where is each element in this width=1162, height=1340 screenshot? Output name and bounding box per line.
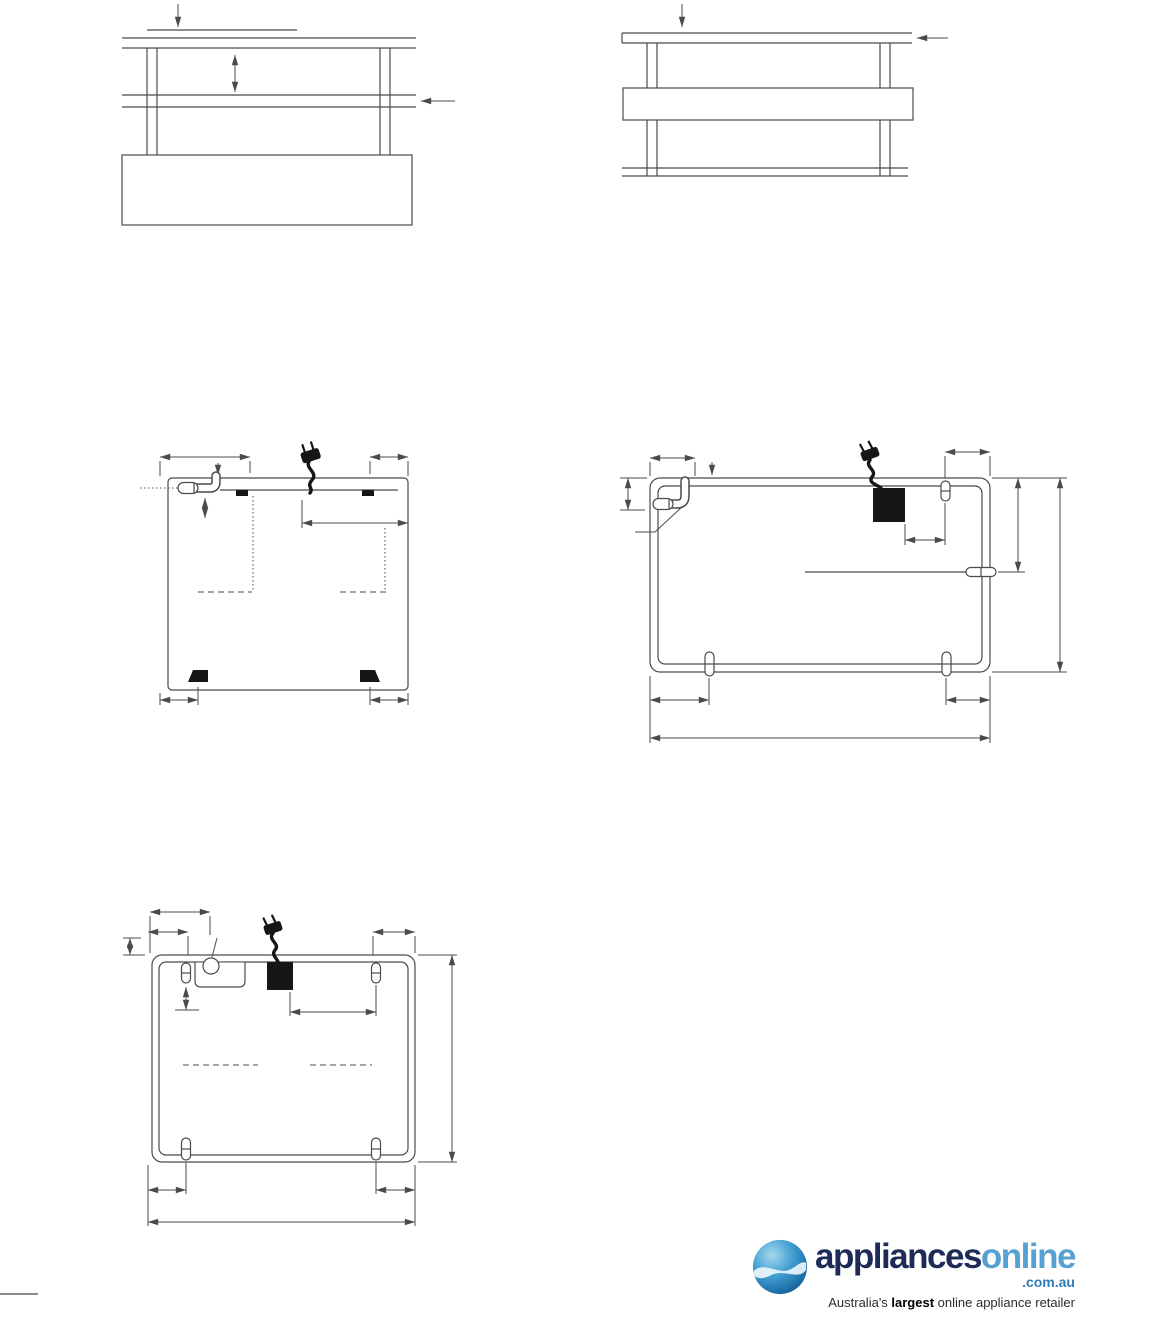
appliance-plan-view-b (620, 440, 1067, 743)
junction-box (267, 962, 293, 990)
cabinet-side-panels (146, 48, 391, 155)
appliance-outline (649, 477, 991, 673)
logo-tagline: Australia's largest online appliance ret… (828, 1295, 1075, 1310)
mounting-bracket (362, 490, 374, 496)
power-plug-icon (262, 914, 283, 935)
logo-brand-primary: appliances (815, 1237, 982, 1276)
dimension-arrows-middle (201, 497, 409, 528)
power-cord-icon (866, 458, 883, 490)
dimension-arrows-right (418, 954, 457, 1163)
dimension-arrows-bottom (649, 676, 991, 743)
dimension-arrows-middle (175, 985, 377, 1066)
dimension-arrows-top (159, 453, 409, 476)
page-corner-mark (0, 1293, 38, 1295)
dimension-arrows-bottom (159, 687, 409, 705)
cross-rail-box (622, 87, 914, 121)
tagline-suffix: online appliance retailer (934, 1294, 1075, 1310)
logo-domain: .com.au (1022, 1273, 1075, 1290)
tagline-bold: largest (891, 1294, 935, 1310)
dimension-arrows-top (123, 908, 416, 960)
junction-box (873, 488, 905, 522)
leveling-foot-icon (704, 480, 997, 677)
dimension-arrows-top (649, 448, 991, 478)
tagline-prefix: Australia's (828, 1294, 892, 1310)
dimension-arrows-bottom (147, 1162, 416, 1226)
appliance-outline (151, 954, 416, 1163)
power-plug-icon (300, 441, 321, 464)
appliances-online-logo: appliancesonline .com.au Australia's lar… (752, 1237, 1077, 1310)
appliance-plan-view-c (123, 908, 457, 1226)
hose-grommet-icon (194, 937, 246, 988)
logo-brand-secondary: online (980, 1237, 1077, 1276)
drain-hose-elbow-icon (635, 476, 690, 533)
dimension-arrows-left (620, 477, 647, 511)
power-cord-icon (269, 931, 280, 964)
power-plug-icon (859, 440, 880, 462)
bench-cutout-side-view-b (621, 4, 948, 177)
plinth-box (121, 154, 413, 226)
logo-sphere-icon (752, 1239, 808, 1295)
logo-wordmark: appliancesonline (815, 1237, 1077, 1276)
rear-foot (188, 670, 208, 682)
bench-cutout-side-view-a (121, 4, 455, 226)
power-cord-icon (306, 458, 316, 495)
drain-hose-elbow-icon (140, 471, 221, 495)
mounting-bracket (236, 490, 248, 496)
appliance-outline (167, 477, 409, 691)
dimension-arrows-right (904, 477, 1067, 673)
appliance-plan-view-a (140, 441, 409, 705)
centerline-guides (198, 496, 386, 593)
leveling-foot-icon (180, 962, 382, 1161)
rear-foot (360, 670, 380, 682)
